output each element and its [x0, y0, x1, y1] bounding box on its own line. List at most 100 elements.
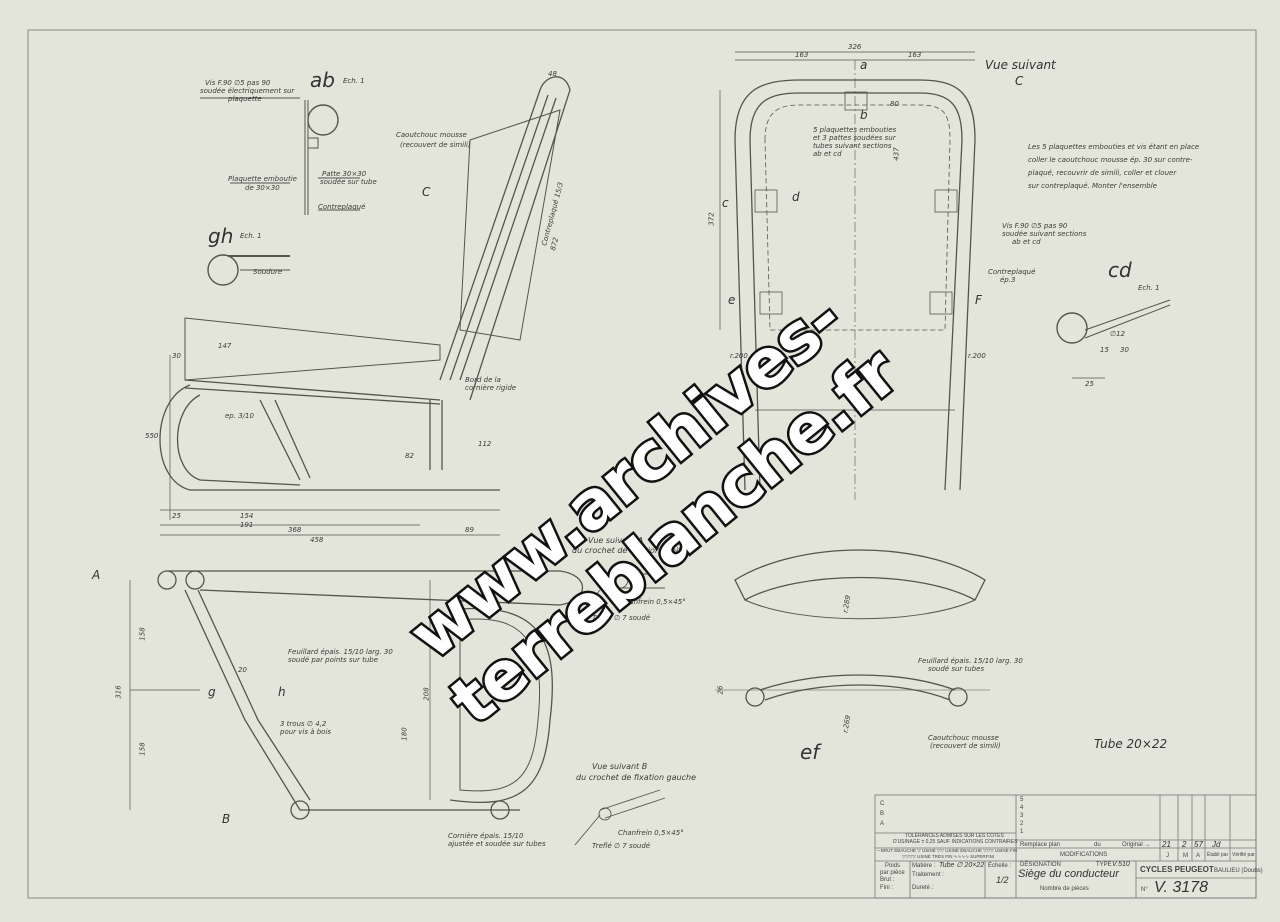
detail-ab-note: Vis F.90 ∅5 pas 90 [205, 79, 271, 87]
modification-row: 3 [1020, 813, 1024, 819]
modifications-header: MODIFICATIONS [1060, 852, 1108, 858]
section-ef-title: ef [800, 740, 820, 764]
detail-ab-scale: Ech. 1 [343, 77, 365, 85]
instructions: coller le caoutchouc mousse ép. 30 sur c… [1028, 156, 1193, 164]
tube-label: Tube 20×22 [1094, 737, 1168, 751]
section-a-label: a [860, 58, 868, 72]
revision-row: C [880, 801, 885, 807]
section-f-label: F [975, 293, 982, 307]
surface-finish: ▽▽▽▽ USINÉ TRÈS FIN ∿∿∿∿ SUPERFINI [902, 854, 995, 859]
plaquette-label: Plaquette emboutie [228, 175, 297, 183]
company-location: BAULIEU (Doubs) [1214, 868, 1263, 874]
corniere-label: ajustée et soudée sur tubes [448, 840, 546, 848]
recouvert-label: (recouvert de simili) [400, 141, 471, 149]
view-a-drawing [574, 571, 665, 621]
section-ef-drawing [715, 549, 990, 707]
detail-gh-drawing [207, 254, 290, 286]
dim: 26 [716, 685, 725, 695]
vis-note: Vis F.90 ∅5 pas 90 [1002, 222, 1068, 230]
section-c-label: c [722, 196, 729, 210]
dim: 20 [238, 666, 247, 674]
view-arrow-a: A [92, 568, 101, 582]
dim: ep. 3/10 [225, 412, 254, 420]
etabli-par: Établi par [1207, 852, 1229, 858]
section-e-label: e [728, 293, 736, 307]
plaquettes-note: 5 plaquettes embouties [813, 126, 897, 134]
plaquettes-note: et 3 pattes soudées sur [813, 134, 896, 142]
modification-row: 4 [1020, 805, 1024, 811]
detail-gh-scale: Ech. 1 [240, 232, 262, 240]
durete-label: Dureté : [912, 885, 934, 891]
matiere-value: Tube ∅ 20×22 [939, 862, 985, 869]
corniere-label: Cornière épais. 15/10 [448, 832, 524, 840]
detail-cd-drawing [1056, 299, 1171, 379]
echelle-value: 1/2 [996, 875, 1009, 885]
view-a-title: Vue suivant A [588, 536, 644, 545]
signature: Jd [1212, 840, 1221, 849]
caoutchouc-label: Caoutchouc mousse [396, 131, 467, 139]
section-d-label: d [792, 190, 800, 204]
dim: 154 [240, 512, 254, 520]
bord-label: cornière rigide [465, 384, 517, 392]
section-g-label: g [208, 685, 216, 699]
sheet-frame [27, 29, 1257, 899]
dim: 147 [218, 342, 232, 350]
view-c-title: Vue suivant [985, 58, 1056, 72]
drawing-number: V. 3178 [1154, 879, 1208, 896]
section-h-label: h [278, 685, 286, 699]
trefle-a: Treflé ∅ 7 soudé [592, 614, 651, 622]
dim: 30 [1120, 346, 1129, 354]
verifie-par: Vérifié par [1232, 852, 1255, 858]
instructions: plaqué, recouvrir de simili, coller et c… [1028, 169, 1177, 177]
view-c-title-letter: C [1015, 74, 1024, 88]
plaquette-label: de 30×30 [245, 184, 280, 192]
modification-row: 1 [1020, 829, 1024, 835]
dim: 316 [114, 685, 123, 699]
dim: 158 [138, 742, 147, 756]
vis-note: soudée suivant sections [1002, 230, 1087, 238]
view-a-subtitle: du crochet de fixation droit [572, 546, 682, 555]
brut-label: Brut : [880, 877, 895, 883]
section-b-label: b [860, 108, 868, 122]
poids-label: par pièce [880, 870, 905, 876]
fini-label: Fini : [880, 885, 894, 891]
feuillard-ef-label: soudé sur tubes [928, 665, 985, 673]
number-label: N° [1141, 887, 1148, 893]
surface-finish: ~ BRUT ÉBAUCHÉ ▽ USINÉ ▽▽ USINÉ ÉBAUCHÉ … [877, 848, 1018, 853]
dim: 326 [848, 43, 862, 51]
dim: 25 [172, 512, 181, 520]
view-arrow-b: B [222, 812, 231, 826]
feuillard-label: soudé par points sur tube [288, 656, 379, 664]
echelle-label: Échelle : [988, 863, 1012, 869]
tolerances: D'USINAGE ± 0,25 SAUF INDICATIONS CONTRA… [893, 839, 1018, 845]
patte-label: Patte 30×30 [322, 170, 367, 178]
dim: 372 [707, 212, 716, 226]
modification-row: 2 [1020, 821, 1024, 827]
view-b-subtitle: du crochet de fixation gauche [576, 773, 696, 782]
side-view-drawing [159, 76, 571, 536]
dim: 89 [465, 526, 474, 534]
company-name: CYCLES PEUGEOT [1140, 865, 1214, 874]
dim: 48 [548, 70, 557, 78]
detail-ab-note: plaquette [228, 95, 262, 103]
contreplaque-c-label: Contreplaqué [988, 268, 1036, 276]
type-label: TYPE [1096, 862, 1112, 868]
revision-row: A [880, 821, 885, 827]
dim: 550 [145, 432, 159, 440]
plaquettes-note: ab et cd [813, 150, 842, 158]
dim: ∅12 [1110, 330, 1126, 338]
date-day: 21 [1162, 840, 1171, 849]
patte-label: soudée sur tube [320, 178, 377, 186]
date-year: 57 [1194, 840, 1203, 849]
caoutchouc-ef-label: Caoutchouc mousse [928, 734, 999, 742]
dim: 163 [795, 51, 809, 59]
detail-cd-title: cd [1108, 258, 1132, 282]
view-c-drawing [719, 51, 976, 500]
revision-row: B [880, 811, 885, 817]
contreplaque-label: Contreplaqué [318, 203, 366, 211]
designation-value: Siège du conducteur [1018, 868, 1119, 880]
trous-label: 3 trous ∅ 4,2 [280, 720, 327, 728]
contreplaque-c-label: ép.3 [1000, 276, 1016, 284]
chanfrein-b: Chanfrein 0,5×45° [618, 829, 684, 837]
